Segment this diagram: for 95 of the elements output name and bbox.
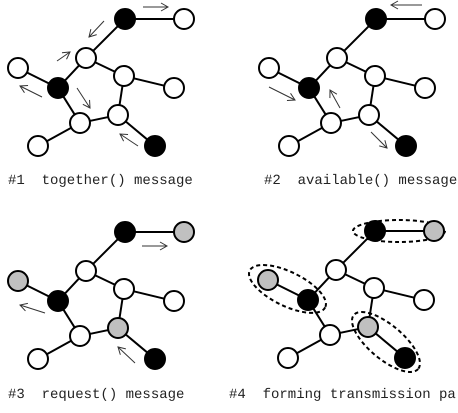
node-circle — [365, 8, 387, 30]
node-circle — [107, 104, 129, 126]
node-circle — [277, 347, 299, 369]
node-circle — [320, 112, 342, 134]
connector-line — [296, 338, 322, 354]
connector-line — [340, 328, 358, 334]
connector-line — [370, 86, 374, 106]
node-circle — [113, 65, 135, 87]
node-circle — [75, 47, 97, 69]
node-circle — [7, 57, 29, 79]
node-circle — [163, 77, 185, 99]
dashed-ellipse — [248, 264, 326, 314]
connector-line — [313, 96, 327, 116]
connector-line — [92, 238, 119, 265]
connector-line — [64, 64, 80, 82]
node-circle — [414, 77, 436, 99]
node-circle — [424, 8, 446, 30]
node-circle — [47, 77, 69, 99]
connector-line — [26, 284, 50, 298]
connector-line — [46, 126, 72, 142]
caption: #4 forming transmission pa — [229, 387, 456, 403]
connector-line — [118, 298, 124, 318]
connector-line — [342, 237, 369, 264]
connector-line — [344, 273, 366, 285]
connector-line — [125, 120, 148, 140]
connector-line — [346, 61, 366, 73]
connector-line — [297, 126, 323, 142]
node-circle — [107, 317, 129, 339]
node-circle — [69, 112, 91, 134]
node-circle — [258, 57, 280, 79]
connector-line — [343, 25, 370, 52]
connector-line — [278, 72, 300, 84]
node-circle — [296, 288, 319, 311]
node-circle — [364, 65, 386, 87]
node-circle — [395, 135, 417, 157]
node-circle — [163, 290, 185, 312]
node-circle — [423, 220, 445, 242]
node-circle — [356, 316, 379, 338]
node-circle — [278, 135, 300, 157]
connector-line — [26, 72, 50, 84]
connector-line — [94, 274, 116, 286]
connector-line — [135, 18, 174, 20]
node-circle — [326, 47, 348, 69]
node-circle — [364, 220, 386, 242]
node-circle — [144, 135, 166, 157]
connector-line — [385, 230, 424, 232]
connector-line — [376, 120, 399, 140]
caption: #3 request() message — [8, 387, 184, 403]
dashed-ellipse — [352, 219, 446, 243]
connector-line — [314, 276, 330, 294]
connector-line — [118, 86, 124, 106]
connector-line — [94, 61, 116, 73]
node-circle — [319, 324, 341, 346]
connector-line — [384, 289, 414, 299]
node-circle — [256, 268, 279, 291]
connector-line — [46, 340, 72, 356]
connector-line — [135, 231, 174, 233]
node-circle — [298, 77, 320, 99]
node-circle — [47, 290, 69, 312]
connector-line — [315, 64, 331, 82]
connector-line — [386, 18, 425, 20]
connector-line — [312, 308, 326, 328]
connector-line — [62, 308, 76, 328]
node-circle — [358, 104, 380, 126]
caption: #2 available() message — [264, 173, 458, 189]
connector-line — [375, 332, 398, 352]
connector-line — [64, 278, 80, 294]
node-circle — [144, 348, 166, 370]
node-circle — [69, 325, 91, 347]
node-circle — [413, 289, 435, 311]
node-circle — [114, 8, 136, 30]
connector-line — [62, 96, 76, 116]
node-circle — [173, 8, 195, 30]
connector-line — [125, 334, 148, 354]
node-circle — [394, 346, 416, 369]
connector-line — [90, 329, 108, 335]
connector-line — [384, 77, 416, 87]
node-circle — [173, 221, 195, 243]
connector-line — [134, 77, 164, 87]
node-circle — [114, 221, 136, 243]
connector-line — [276, 284, 300, 296]
node-circle — [325, 259, 347, 281]
node-circle — [7, 270, 29, 292]
connector-line — [134, 290, 164, 300]
node-circle — [113, 278, 135, 300]
node-circle — [27, 135, 49, 157]
node-circle — [75, 260, 97, 282]
caption: #1 together() message — [8, 173, 193, 189]
connector-line — [90, 116, 108, 122]
node-circle — [363, 277, 385, 299]
node-circle — [27, 348, 49, 370]
connector-line — [368, 298, 374, 318]
connector-line — [340, 116, 360, 122]
dashed-ellipse — [351, 311, 421, 373]
connector-line — [92, 25, 119, 52]
